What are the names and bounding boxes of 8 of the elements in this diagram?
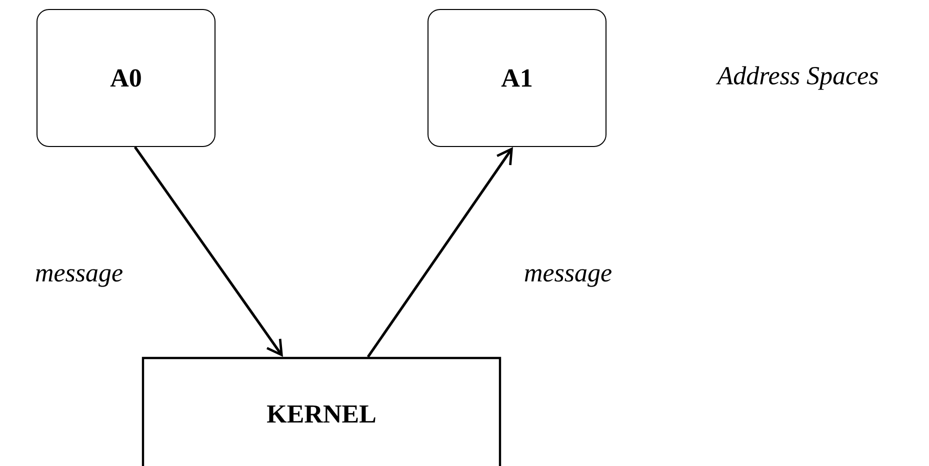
arrow [366,147,513,358]
kernel-box: KERNEL [142,356,502,466]
edge-label: message [36,269,122,287]
arrow [134,146,283,357]
address-space-box: A0 [36,9,216,147]
edge-label: message [524,269,612,287]
address-space-box: A1 [428,9,606,147]
annotation-text: Address Spaces [716,66,878,90]
